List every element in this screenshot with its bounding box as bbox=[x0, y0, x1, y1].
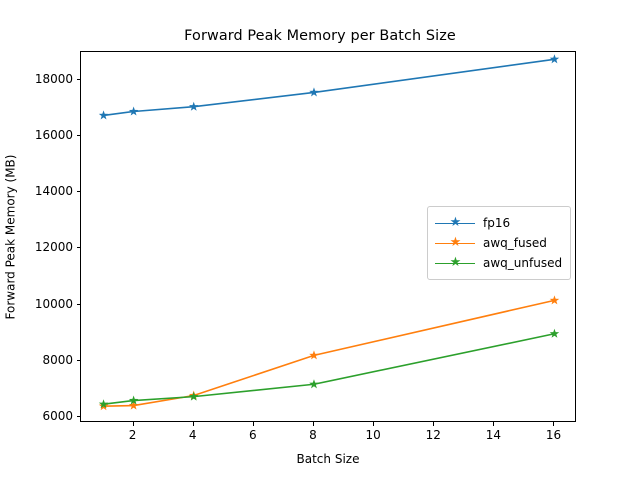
legend-item-awq_fused[interactable]: ★ awq_fused bbox=[435, 233, 562, 253]
legend-swatch-awq_unfused: ★ bbox=[435, 256, 475, 270]
legend-line-icon bbox=[435, 262, 475, 265]
x-tick-label: 16 bbox=[545, 428, 562, 442]
x-tick-mark bbox=[192, 422, 194, 426]
x-tick-label: 2 bbox=[128, 428, 137, 442]
legend-star-icon: ★ bbox=[449, 255, 462, 270]
data-point-awq_fused bbox=[309, 350, 319, 360]
legend-label: fp16 bbox=[483, 216, 511, 230]
x-tick-mark bbox=[132, 422, 134, 426]
y-tick-mark bbox=[76, 303, 80, 305]
y-tick-mark bbox=[76, 135, 80, 137]
legend-star-icon: ★ bbox=[449, 235, 462, 250]
y-tick-label: 10000 bbox=[34, 296, 73, 311]
plot-area bbox=[81, 52, 575, 421]
data-point-fp16 bbox=[128, 106, 139, 116]
legend-label: awq_unfused bbox=[483, 256, 563, 270]
y-tick-label: 6000 bbox=[42, 408, 73, 423]
series-line-awq_fused bbox=[103, 299, 555, 407]
y-tick-mark bbox=[76, 415, 80, 417]
y-tick-label: 16000 bbox=[34, 128, 73, 143]
legend-swatch-fp16: ★ bbox=[435, 216, 475, 230]
legend-line-icon bbox=[435, 222, 475, 225]
data-point-fp16 bbox=[549, 54, 560, 64]
x-tick-mark bbox=[312, 422, 314, 426]
data-point-awq_fused bbox=[549, 295, 560, 305]
data-point-fp16 bbox=[188, 101, 199, 111]
data-point-awq_unfused bbox=[309, 379, 319, 389]
y-axis-label-text: Forward Peak Memory (MB) bbox=[3, 154, 18, 319]
legend-item-fp16[interactable]: ★ fp16 bbox=[435, 213, 562, 233]
legend-item-awq_unfused[interactable]: ★ awq_unfused bbox=[435, 253, 562, 273]
x-tick-label: 4 bbox=[188, 428, 197, 442]
y-tick-mark bbox=[76, 191, 80, 193]
data-point-awq_unfused bbox=[188, 391, 199, 401]
data-point-fp16 bbox=[98, 110, 109, 120]
x-tick-mark bbox=[553, 422, 555, 426]
x-tick-mark bbox=[373, 422, 375, 426]
x-tick-mark bbox=[252, 422, 254, 426]
x-tick-label: 8 bbox=[309, 428, 317, 442]
legend-line-icon bbox=[435, 242, 475, 245]
chart-title: Forward Peak Memory per Batch Size bbox=[184, 28, 456, 44]
y-tick-label: 8000 bbox=[42, 352, 73, 367]
x-tick-mark bbox=[493, 422, 495, 426]
y-tick-mark bbox=[76, 79, 80, 81]
data-point-awq_fused bbox=[128, 400, 139, 410]
series-lines bbox=[98, 54, 560, 411]
y-tick-label: 18000 bbox=[34, 72, 73, 87]
data-point-awq_unfused bbox=[128, 395, 139, 405]
y-tick-label: 12000 bbox=[34, 240, 73, 255]
legend-star-icon: ★ bbox=[449, 215, 462, 230]
y-tick-mark bbox=[76, 247, 80, 249]
data-point-awq_unfused bbox=[98, 399, 109, 409]
legend-swatch-awq_fused: ★ bbox=[435, 236, 475, 250]
data-point-fp16 bbox=[309, 87, 319, 97]
chart-legend: ★ fp16 ★ awq_fused ★ awq_unfused bbox=[427, 206, 572, 280]
y-tick-mark bbox=[76, 359, 80, 361]
x-tick-label: 10 bbox=[365, 428, 381, 442]
data-point-awq_unfused bbox=[549, 328, 560, 338]
x-tick-mark bbox=[433, 422, 435, 426]
series-line-fp16 bbox=[103, 58, 555, 117]
series-line-awq_unfused bbox=[103, 332, 555, 405]
x-axis-label: Batch Size bbox=[296, 452, 360, 466]
x-tick-label: 12 bbox=[425, 428, 441, 442]
x-tick-label: 14 bbox=[485, 428, 501, 442]
x-tick-label: 6 bbox=[249, 428, 257, 442]
y-tick-label: 14000 bbox=[34, 184, 73, 199]
legend-label: awq_fused bbox=[483, 236, 547, 250]
